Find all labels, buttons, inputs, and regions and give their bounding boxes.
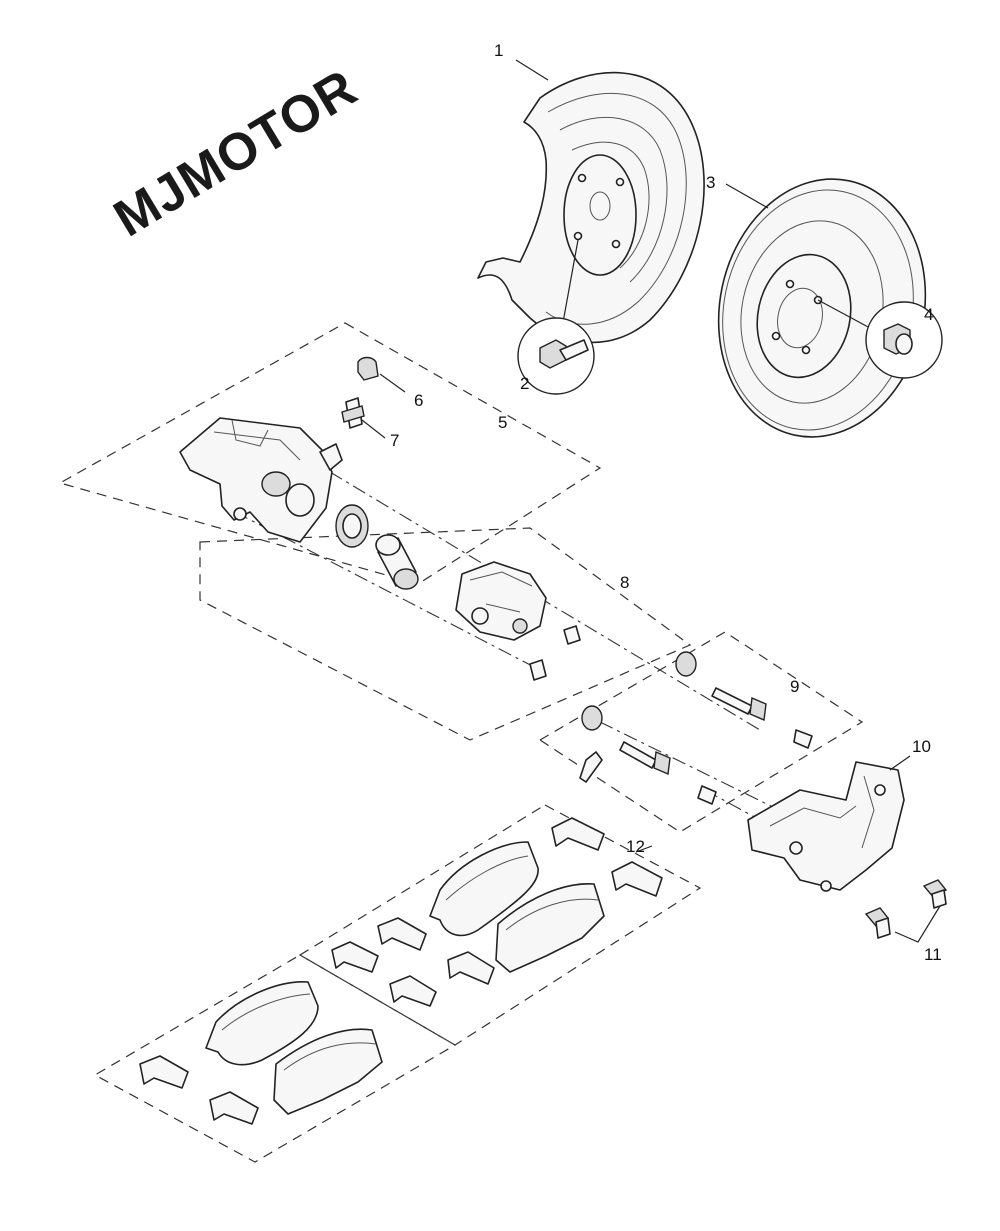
callout-labels: 1 2 3 4 5 6 7 8 9 10 11 12	[390, 41, 942, 964]
piston	[375, 534, 419, 590]
callout-leaders	[515, 59, 911, 853]
logo-text: MJMOTOR	[104, 59, 367, 249]
callout-12: 12	[626, 837, 645, 856]
callout-9: 9	[790, 677, 799, 696]
part-4-stud-detail	[817, 299, 943, 379]
callout-2: 2	[520, 374, 529, 393]
callout-10: 10	[912, 737, 931, 756]
part-5-caliper-body	[179, 417, 343, 543]
piston-seal	[335, 504, 369, 548]
callout-8: 8	[620, 573, 629, 592]
part-9-guide-pins	[579, 651, 813, 805]
part-11-carrier-bolts	[864, 879, 948, 943]
part-12-pads-and-clips	[139, 817, 663, 1125]
part-8-brake-motor	[455, 561, 581, 681]
callout-6: 6	[414, 391, 423, 410]
part-3-brake-disc	[717, 178, 927, 438]
part-7-bleed-screw	[341, 397, 386, 439]
part-10-caliper-carrier	[747, 761, 905, 892]
callout-5: 5	[498, 413, 507, 432]
callout-7: 7	[390, 431, 399, 450]
part-1-backing-plate	[477, 71, 705, 344]
callout-3: 3	[706, 173, 715, 192]
callout-4: 4	[924, 305, 933, 324]
part-2-bolt-detail	[517, 239, 595, 395]
callout-1: 1	[494, 41, 503, 60]
group-frames	[58, 322, 864, 1163]
assembly-axes	[234, 471, 841, 841]
part-6-bleed-cap	[357, 356, 406, 393]
brand-logo: MJMOTOR	[104, 59, 367, 249]
callout-11: 11	[924, 945, 942, 964]
